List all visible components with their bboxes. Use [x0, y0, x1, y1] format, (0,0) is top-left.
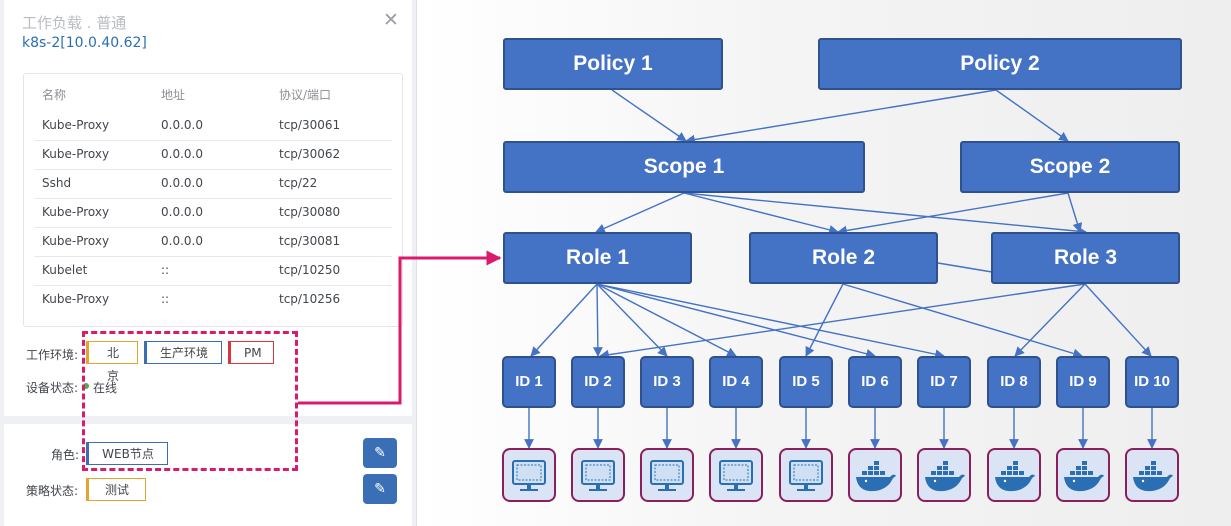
env-tag-beijing[interactable]: 北京 — [86, 341, 138, 383]
highlight-dashed-box — [82, 331, 298, 471]
role-3-node: Role 3 — [991, 232, 1180, 284]
id-1-node: ID 1 — [502, 356, 556, 408]
vm-container-3 — [640, 448, 694, 502]
id-4-node: ID 4 — [709, 356, 763, 408]
cell-address: 0.0.0.0 — [161, 176, 203, 190]
link-arrow — [298, 250, 502, 405]
edit-policy-button[interactable]: ✎ — [363, 474, 397, 504]
policy-status-label: 策略状态: — [26, 484, 79, 498]
table-row: Kube-Proxy 0.0.0.0 tcp/30080 — [34, 198, 392, 228]
role-tag-web-node[interactable]: WEB节点 — [86, 442, 168, 465]
env-tag-production[interactable]: 生产环境 — [144, 341, 222, 364]
role-1-node: Role 1 — [503, 232, 692, 284]
id-8-node: ID 8 — [987, 356, 1041, 408]
monitor-icon — [719, 460, 753, 491]
cell-port: tcp/30081 — [279, 234, 341, 248]
env-tag-pm[interactable]: PM — [228, 341, 274, 364]
table-row: Sshd 0.0.0.0 tcp/22 — [34, 169, 392, 199]
column-header-address: 地址 — [161, 88, 186, 102]
vm-container-1 — [502, 448, 556, 502]
status-label: 设备状态: — [26, 381, 79, 395]
docker-container-8 — [987, 448, 1041, 502]
docker-whale-icon — [856, 461, 896, 492]
docker-whale-icon — [1133, 461, 1173, 492]
docker-container-10 — [1125, 448, 1179, 502]
cell-name: Kube-Proxy — [42, 205, 110, 219]
cell-name: Kube-Proxy — [42, 234, 110, 248]
close-icon[interactable]: ✕ — [383, 9, 399, 31]
online-status-dot — [83, 383, 89, 389]
cell-port: tcp/22 — [279, 176, 318, 190]
monitor-icon — [581, 460, 615, 491]
cell-port: tcp/30061 — [279, 118, 341, 132]
status-value: 在线 — [93, 381, 118, 395]
table-row: Kubelet :: tcp/10250 — [34, 256, 392, 286]
env-label: 工作环境: — [26, 348, 79, 362]
cell-address: 0.0.0.0 — [161, 205, 203, 219]
monitor-icon — [789, 460, 823, 491]
policy-1-node: Policy 1 — [503, 38, 723, 90]
cell-port: tcp/10256 — [279, 292, 341, 306]
id-7-node: ID 7 — [917, 356, 971, 408]
role-label: 角色: — [51, 448, 80, 462]
docker-whale-icon — [995, 461, 1035, 492]
role-2-node: Role 2 — [749, 232, 938, 284]
panel-title: 工作负载 . 普通 — [22, 14, 127, 32]
monitor-icon — [512, 460, 546, 491]
cell-address: :: — [161, 292, 170, 306]
column-header-name: 名称 — [42, 88, 67, 102]
docker-container-9 — [1056, 448, 1110, 502]
table-row: Kube-Proxy 0.0.0.0 tcp/30062 — [34, 140, 392, 170]
role-policy-card: 角色: 策略状态: — [4, 424, 412, 526]
table-row: Kube-Proxy 0.0.0.0 tcp/30061 — [34, 111, 392, 141]
id-3-node: ID 3 — [640, 356, 694, 408]
scope-2-node: Scope 2 — [960, 141, 1180, 193]
cell-address: 0.0.0.0 — [161, 147, 203, 161]
cell-name: Kube-Proxy — [42, 147, 110, 161]
id-5-node: ID 5 — [779, 356, 833, 408]
cell-address: 0.0.0.0 — [161, 118, 203, 132]
monitor-icon — [650, 460, 684, 491]
policy-2-node: Policy 2 — [818, 38, 1182, 90]
cell-name: Kube-Proxy — [42, 118, 110, 132]
cell-port: tcp/10250 — [279, 263, 341, 277]
cell-name: Kube-Proxy — [42, 292, 110, 306]
scope-1-node: Scope 1 — [503, 141, 865, 193]
ports-table: 名称 地址 协议/端口 Kube-Proxy 0.0.0.0 tcp/30061… — [23, 73, 403, 327]
cell-name: Kubelet — [42, 263, 88, 277]
policy-tag-test[interactable]: 测试 — [86, 478, 146, 501]
id-9-node: ID 9 — [1056, 356, 1110, 408]
edit-role-button[interactable]: ✎ — [363, 438, 397, 468]
docker-whale-icon — [1064, 461, 1104, 492]
vm-container-5 — [779, 448, 833, 502]
docker-whale-icon — [925, 461, 965, 492]
cell-address: 0.0.0.0 — [161, 234, 203, 248]
id-2-node: ID 2 — [571, 356, 625, 408]
edit-icon: ✎ — [374, 481, 386, 497]
vm-container-2 — [571, 448, 625, 502]
vm-container-4 — [709, 448, 763, 502]
workload-panel-area: 工作负载 . 普通 k8s-2[10.0.40.62] ✕ 名称 地址 协议/端… — [0, 0, 417, 526]
cell-port: tcp/30080 — [279, 205, 341, 219]
docker-container-7 — [917, 448, 971, 502]
id-6-node: ID 6 — [848, 356, 902, 408]
cell-address: :: — [161, 263, 170, 277]
edit-icon: ✎ — [374, 445, 386, 461]
column-header-protocol-port: 协议/端口 — [279, 88, 332, 102]
cell-name: Sshd — [42, 176, 72, 190]
table-row: Kube-Proxy :: tcp/10256 — [34, 285, 392, 314]
docker-container-6 — [848, 448, 902, 502]
id-10-node: ID 10 — [1125, 356, 1179, 408]
host-label: k8s-2[10.0.40.62] — [22, 35, 147, 51]
cell-port: tcp/30062 — [279, 147, 341, 161]
table-row: Kube-Proxy 0.0.0.0 tcp/30081 — [34, 227, 392, 257]
